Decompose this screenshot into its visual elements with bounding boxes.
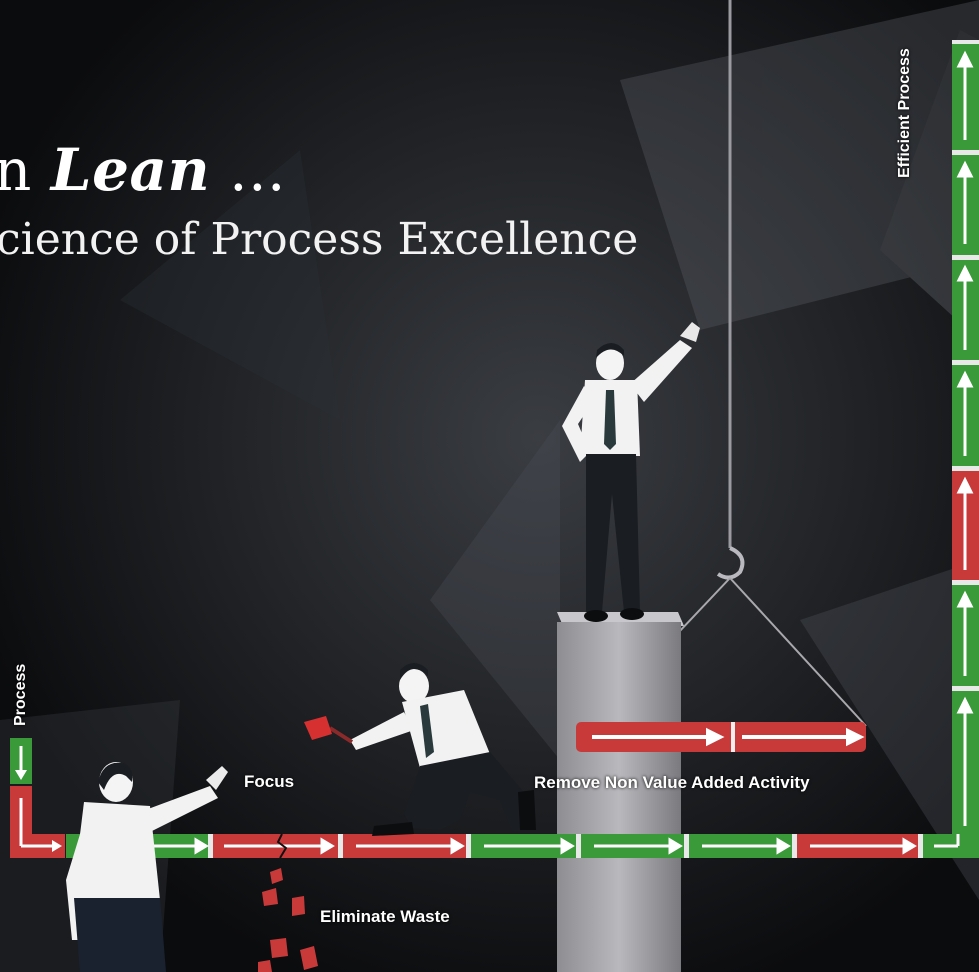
headline-suffix: ... [210, 136, 286, 204]
man-pointing [66, 762, 228, 972]
process-label: Process [12, 663, 29, 726]
efficient-pipe [952, 40, 979, 834]
headline-emphasis: Lean [50, 136, 211, 204]
man-on-pillar [562, 322, 700, 622]
sling-right [729, 577, 867, 727]
subtitle: cience of Process Excellence [0, 214, 639, 265]
pillar [557, 622, 681, 972]
lifted-segment [576, 722, 866, 752]
efficient-process-label: Efficient Process [896, 48, 913, 178]
man-kneeling [304, 663, 536, 836]
remove-nva-label: Remove Non Value Added Activity [534, 773, 810, 792]
waste-debris [258, 868, 318, 972]
hammer-icon [304, 716, 332, 740]
hook-icon [716, 546, 745, 580]
crack [276, 833, 288, 859]
headline: n Lean ... [0, 136, 286, 204]
eliminate-waste-label: Eliminate Waste [320, 907, 450, 926]
hammer-handle [328, 726, 354, 744]
headline-prefix: n [0, 136, 32, 204]
focus-label: Focus [244, 772, 295, 791]
